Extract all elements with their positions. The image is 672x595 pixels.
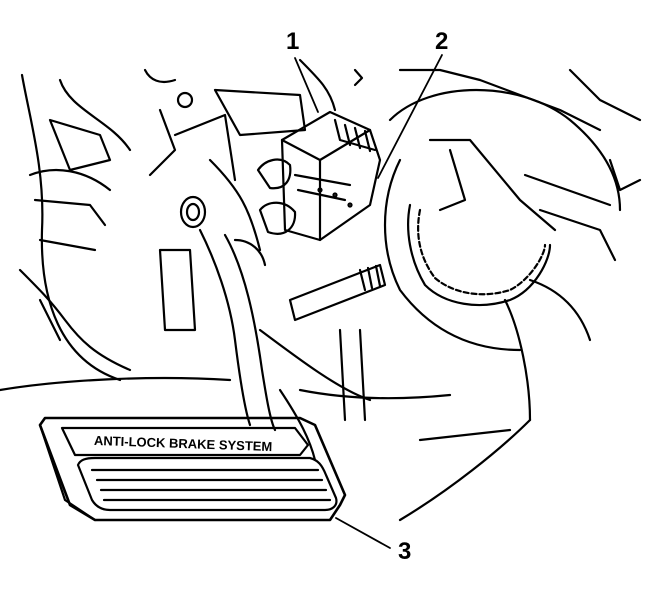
callout-1: 1	[286, 28, 300, 55]
leader-line-3	[335, 517, 391, 549]
floor-area	[258, 263, 532, 522]
brake-pedal-pad	[38, 416, 347, 522]
abs-module	[256, 110, 382, 242]
pedal-arm	[158, 58, 364, 432]
leader-lines	[294, 54, 443, 549]
left-body-panel	[0, 68, 232, 392]
pedal-pad-text: ANTI-LOCK BRAKE SYSTEM	[94, 433, 273, 454]
callout-3: 3	[398, 538, 412, 565]
steering-column-area	[383, 68, 642, 422]
callout-2: 2	[435, 28, 449, 55]
leader-line-2	[377, 54, 443, 179]
leader-line-1	[294, 57, 319, 113]
